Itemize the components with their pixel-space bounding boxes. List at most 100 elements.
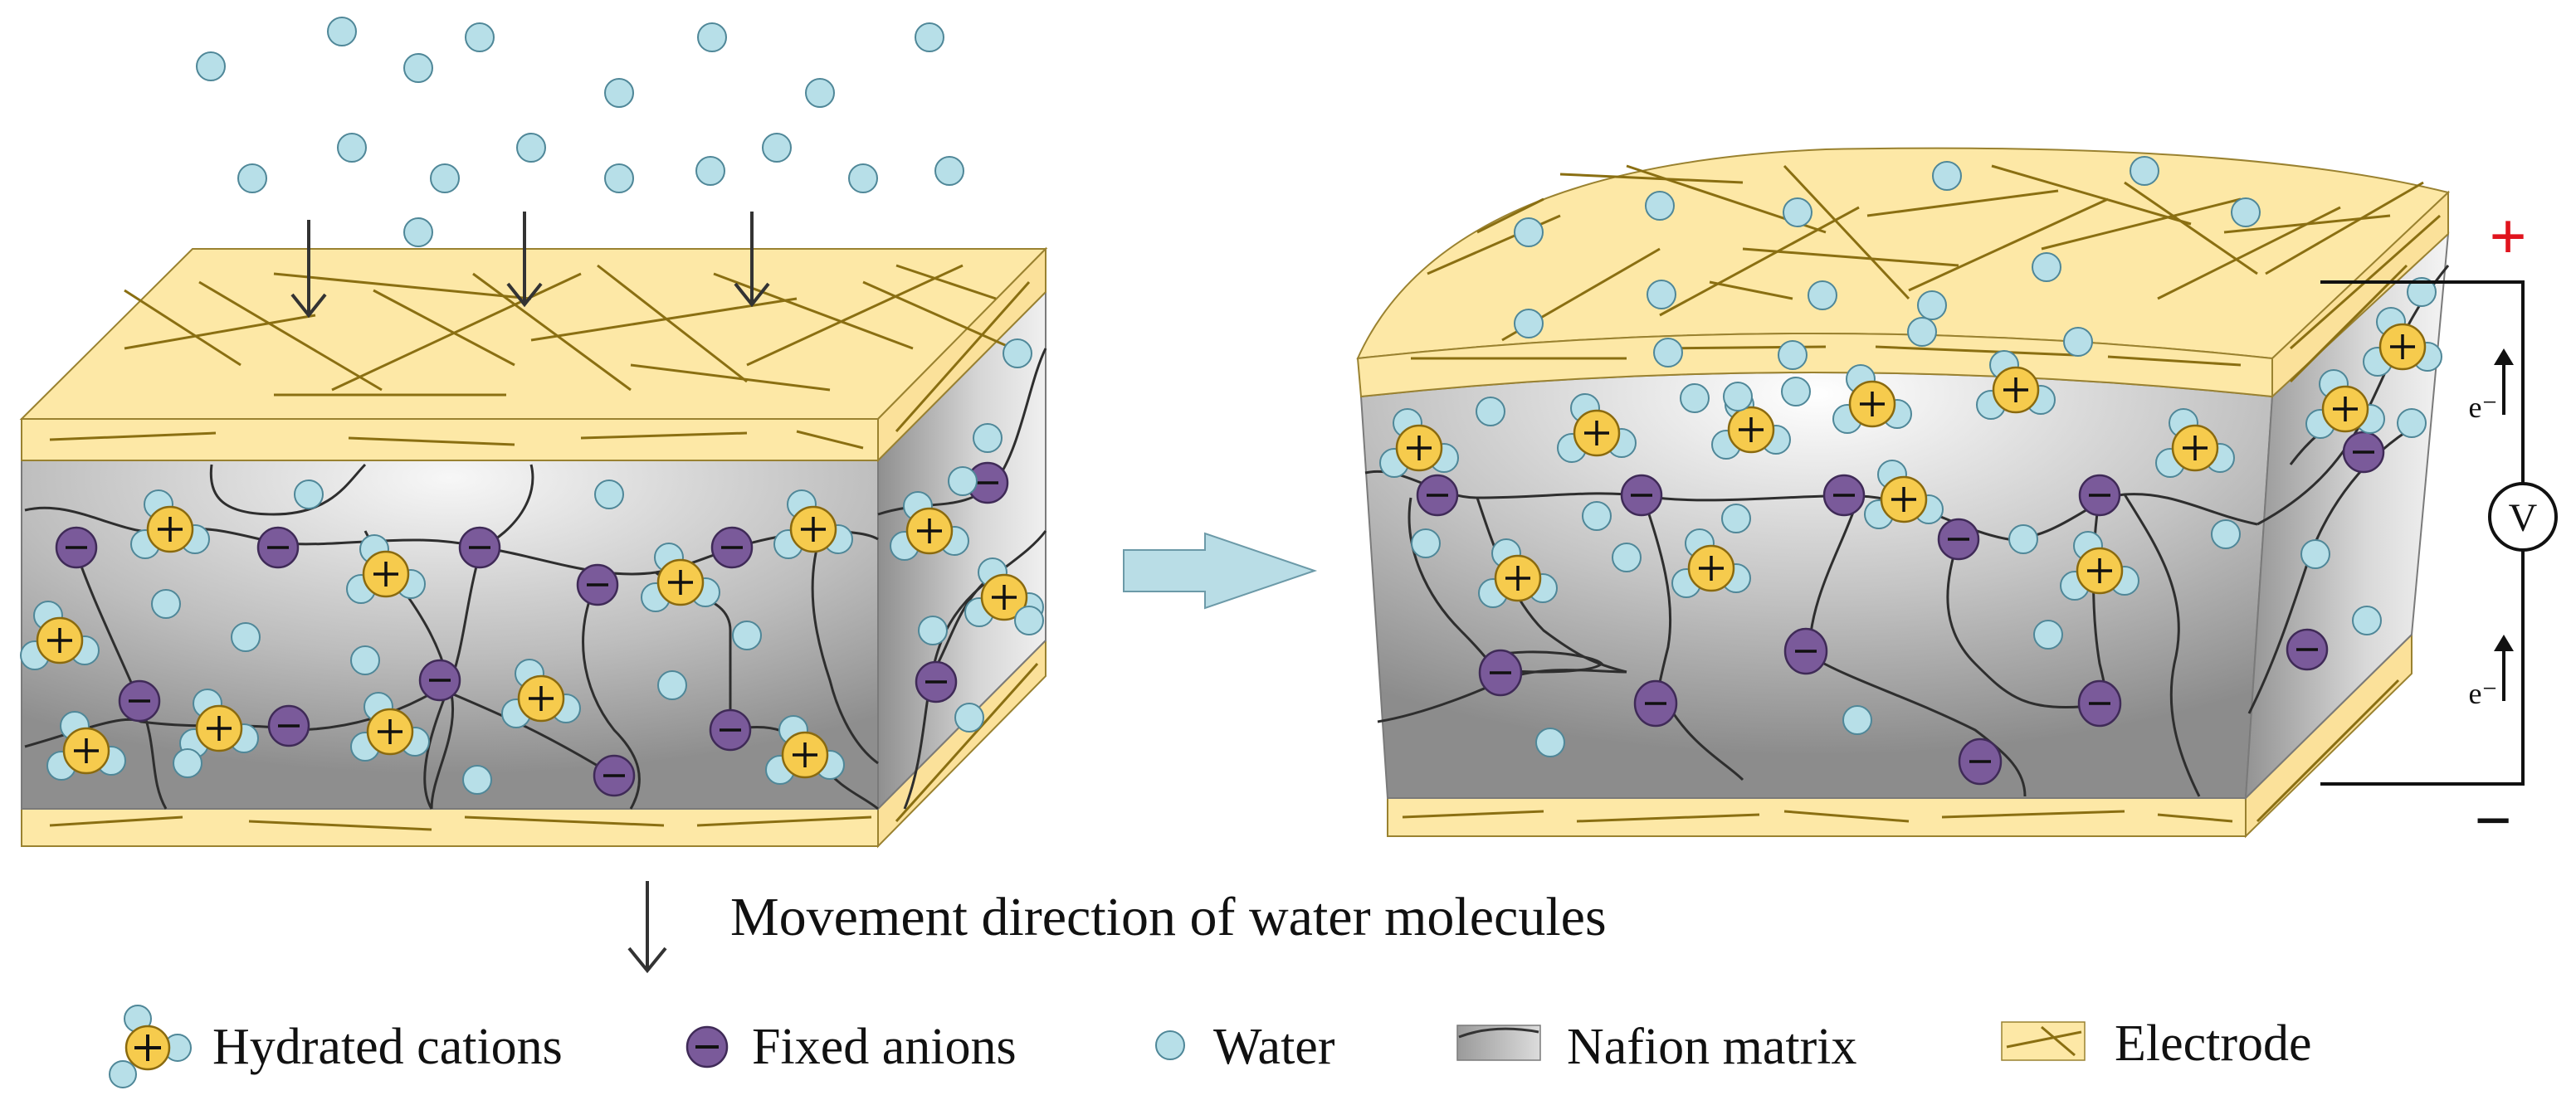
- electrode-fiber: [713, 272, 914, 350]
- legend-hydrated-cations: Hydrated cations: [212, 1019, 563, 1075]
- hydrated-cation: [130, 489, 210, 559]
- electrode-fiber: [630, 363, 831, 392]
- water-molecule: [1612, 543, 1642, 572]
- water-molecule: [1003, 338, 1032, 368]
- left-particles: [20, 338, 1044, 797]
- left-top-electrode-top: [19, 248, 1048, 420]
- external-circuit: V + − e⁻ e⁻: [2320, 201, 2558, 858]
- electrode-fiber: [1709, 280, 1793, 300]
- hydrated-cation: [1557, 393, 1637, 463]
- fixed-anion: [256, 526, 300, 569]
- fixed-anion: [2077, 679, 2122, 728]
- fixed-anion: [1937, 518, 1980, 561]
- hydrated-cation: [2060, 531, 2139, 601]
- fixed-anion: [1478, 649, 1523, 697]
- polymer-chain: [209, 463, 367, 516]
- electrode-fiber: [895, 662, 1039, 823]
- water-entry-arrows: [290, 212, 770, 319]
- electron-label-bottom: e⁻: [2469, 677, 2498, 710]
- polymer-chain: [1666, 704, 1744, 781]
- water-molecule: [294, 479, 324, 509]
- fixed-anion: [458, 526, 501, 569]
- hydrated-cation: [1976, 350, 2056, 420]
- negative-terminal-sign: −: [2474, 785, 2512, 858]
- water-icon: [1155, 1030, 1185, 1060]
- electrode-fiber: [124, 289, 242, 367]
- electrode-fiber: [1866, 189, 2059, 217]
- electrode-fiber: [2107, 355, 2242, 367]
- fixed-anion: [267, 704, 310, 747]
- water-molecule: [1653, 338, 1683, 368]
- electrode-fiber: [1659, 206, 1860, 317]
- water-molecule: [1582, 501, 1612, 531]
- electrode-fiber: [248, 820, 432, 831]
- hydrated-cation: [641, 543, 720, 612]
- water-molecule: [1932, 161, 1962, 191]
- right-top-electrode-side: [2271, 190, 2449, 399]
- electrode-fiber: [1875, 345, 2076, 357]
- hydrated-cation: [765, 715, 845, 785]
- nafion-matrix-icon: [1456, 1025, 1541, 1061]
- hydrated-cation: [1832, 364, 1912, 434]
- free-water-molecules: [196, 17, 964, 247]
- electrode-fiber: [2265, 181, 2424, 275]
- polymer-chain: [1476, 497, 1627, 674]
- polymer-chain: [811, 530, 879, 765]
- water-molecule: [151, 589, 181, 619]
- water-molecule: [918, 616, 948, 645]
- fixed-anion: [1822, 474, 1866, 517]
- hydrated-cation: [179, 689, 259, 758]
- fixed-anion: [2078, 474, 2121, 517]
- water-molecule: [604, 78, 634, 108]
- fixed-anion: [915, 660, 958, 703]
- left-bottom-electrode-front: [21, 808, 879, 847]
- electrode-fiber: [1941, 810, 2125, 819]
- right-block-bent: [1356, 147, 2451, 839]
- electrode-fiber: [1742, 247, 1959, 267]
- electrode-fiber: [580, 431, 748, 440]
- water-molecule: [915, 22, 944, 52]
- fixed-anion: [709, 708, 752, 752]
- legend-nafion-matrix: Nafion matrix: [1567, 1019, 1857, 1075]
- electrode-fiber: [2157, 813, 2233, 823]
- water-molecule: [231, 622, 261, 652]
- right-particles: [1379, 156, 2442, 786]
- circuit-wire-bottom: [2320, 550, 2525, 786]
- electrode-fiber: [2256, 679, 2400, 823]
- water-molecule: [695, 156, 725, 186]
- water-molecule: [2352, 606, 2382, 635]
- water-molecule: [2130, 156, 2159, 186]
- water-molecule: [1721, 504, 1751, 533]
- legend-movement-label: Movement direction of water molecules: [730, 887, 1607, 947]
- hydrated-cation: [2363, 307, 2442, 377]
- electrode-icon: [2001, 1021, 2086, 1061]
- fixed-anion: [1620, 474, 1663, 517]
- right-bottom-electrode-front: [1387, 797, 2247, 837]
- electrode-fiber: [2289, 264, 2408, 383]
- hydrated-cation: [346, 534, 426, 604]
- hydrated-cation: [2155, 408, 2235, 478]
- legend-electrode: Electrode: [2115, 1015, 2312, 1072]
- water-molecule: [657, 670, 687, 700]
- electron-flow-arrowhead-bottom: [2494, 635, 2514, 651]
- water-molecule: [594, 479, 624, 509]
- polymer-chain: [2123, 494, 2201, 797]
- left-top-electrode-side: [877, 246, 1046, 463]
- electrode-fiber: [472, 272, 632, 392]
- water-molecule: [2231, 197, 2261, 227]
- fixed-anion: [418, 659, 461, 702]
- positive-terminal-sign: +: [2489, 201, 2527, 274]
- hydrated-cation: [46, 711, 126, 781]
- hydrated-cation: [1864, 460, 1944, 529]
- electrode-fiber: [1991, 164, 2192, 226]
- fixed-anion: [576, 563, 619, 606]
- electrode-fiber: [464, 815, 665, 827]
- legend: Movement direction of water molecules Hy…: [109, 881, 2312, 1088]
- water-molecule: [173, 748, 202, 778]
- polymer-chain: [1493, 650, 1604, 674]
- water-molecule: [327, 17, 357, 46]
- water-molecule: [2300, 539, 2330, 569]
- water-molecule: [697, 22, 727, 52]
- water-molecule: [1680, 383, 1710, 413]
- water-molecule: [2407, 277, 2437, 307]
